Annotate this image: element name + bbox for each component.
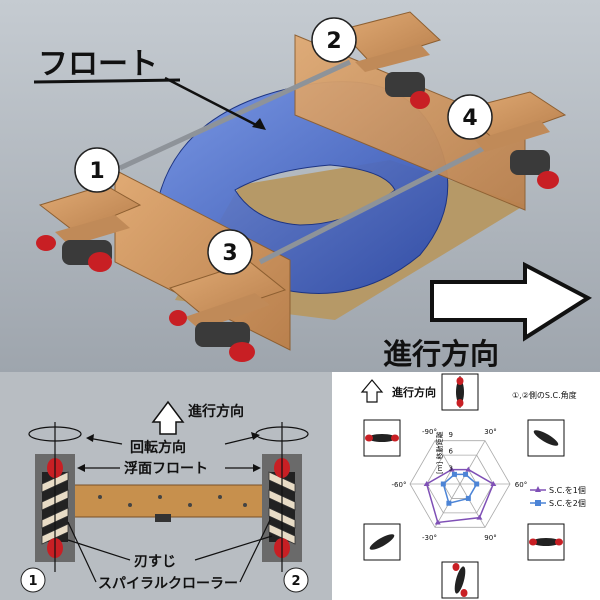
blade-arrow-right [194, 535, 273, 561]
float-arrowhead-left [77, 464, 85, 472]
svg-text:2: 2 [291, 574, 300, 589]
angle-label: -60° [392, 481, 407, 489]
marker-4: 4 [447, 94, 493, 140]
legend: S.C.を1個 S.C.を2個 [530, 485, 586, 508]
series-2-point [451, 471, 457, 477]
crawler-arrow-right [239, 519, 271, 583]
rotation-arrowhead-left [86, 434, 94, 442]
left-rotation-ellipse [28, 426, 82, 442]
direction-arrow-top [430, 261, 592, 342]
angle-label: 30° [484, 428, 496, 436]
crossbar [69, 484, 271, 518]
crawler-arrow-left [67, 521, 97, 583]
series-2-point [446, 500, 452, 506]
radial-tick-label: 9 [449, 431, 453, 439]
series-1-point [490, 481, 497, 486]
float-arrowhead-right [253, 464, 261, 472]
series-1-point [448, 466, 455, 472]
svg-text:3: 3 [222, 241, 237, 266]
top-panel-render: フロート 進行方向 1 2 3 4 [0, 0, 600, 372]
crawler-label: スパイラルクローラー [98, 576, 238, 592]
angle-label: -90° [422, 428, 437, 436]
orientation-box-upper-right [527, 419, 565, 457]
radar-labels: 3 6 9 30° 60° 90° -30° -60° -90° [392, 428, 528, 542]
direction-arrow-bl [151, 400, 185, 435]
radial-axis-label: [m] 移動距離 [435, 431, 444, 474]
orientation-box-lower-right [527, 523, 565, 561]
float-pointer-arrow [164, 76, 263, 130]
chart-title: ①,②側のS.C.角度 [512, 390, 577, 400]
legend-item-2: S.C.を2個 [549, 498, 586, 508]
rotation-arrow-left [87, 437, 123, 445]
orientation-box-lower-left [363, 523, 401, 561]
float-label-bl: 浮面フロート [124, 460, 208, 477]
series-1-point [434, 519, 441, 525]
svg-text:2: 2 [326, 29, 341, 54]
direction-label-top: 進行方向 [383, 337, 499, 371]
series-1-point [465, 466, 472, 472]
direction-arrow-br [360, 379, 384, 403]
radar-series [423, 466, 497, 525]
svg-text:4: 4 [462, 106, 477, 131]
blade-label: 刃すじ [134, 554, 176, 570]
direction-label-br: 進行方向 [392, 385, 436, 399]
orientation-box-upper-left [363, 419, 401, 457]
svg-text:1: 1 [28, 574, 37, 589]
crossbar-holes [98, 495, 247, 507]
marker-3: 3 [207, 229, 253, 275]
legend-item-1: S.C.を1個 [549, 485, 586, 495]
rotation-arrowhead-right [251, 432, 260, 440]
radial-tick-label: 3 [449, 464, 453, 472]
marker-bl-1: 1 [20, 567, 46, 593]
bottom-left-panel: 進行方向 [0, 372, 332, 600]
float-label: フロート [38, 47, 158, 82]
float-label-underline [33, 78, 181, 84]
svg-text:1: 1 [89, 159, 104, 184]
series-2-point [465, 495, 471, 501]
marker-1: 1 [74, 147, 120, 193]
angle-label: 90° [484, 534, 496, 542]
crossbar-bracket [155, 514, 171, 522]
series-1-point [423, 481, 430, 486]
bottom-right-panel: 進行方向 ①,②側のS.C.角度 3 6 9 30° 60° 90° -30° -60° -90… [332, 372, 600, 600]
orientation-box-top [441, 373, 479, 411]
crawler-module-3 [168, 261, 287, 362]
marker-bl-2: 2 [283, 567, 309, 593]
series-2-point [440, 481, 446, 487]
crawler-module-1 [36, 184, 142, 272]
radial-tick-label: 6 [449, 448, 454, 456]
rod-front [258, 137, 502, 265]
orientation-box-bottom [441, 561, 479, 599]
float-pointer-arrowhead [252, 118, 266, 130]
radar-spoke [459, 483, 486, 528]
series-1-point [476, 514, 483, 520]
crawler-module-2 [339, 11, 441, 109]
angle-label: -30° [422, 534, 437, 542]
rotation-label: 回転方向 [130, 439, 186, 456]
angle-label: 60° [515, 481, 527, 489]
series-2-point [474, 481, 480, 487]
marker-2: 2 [311, 17, 357, 63]
direction-label-bl: 進行方向 [188, 403, 244, 420]
series-2-point [463, 471, 469, 477]
